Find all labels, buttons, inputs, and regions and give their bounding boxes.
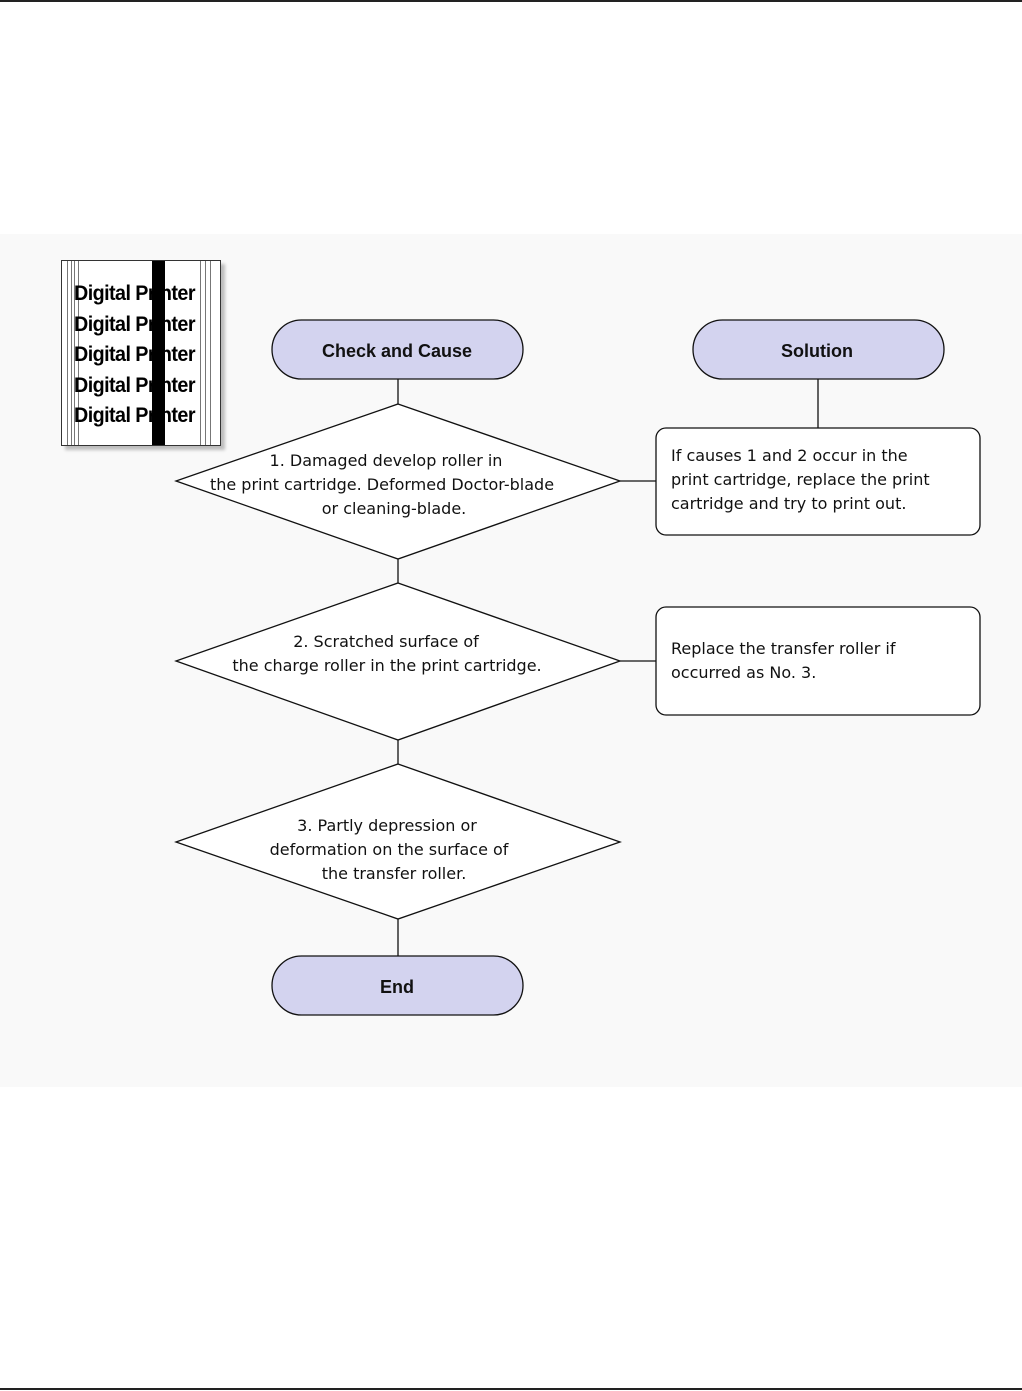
end-label: End [380,977,414,997]
pill-shape [692,319,945,380]
solution-header: Solution [692,319,945,380]
cause-1-line: or cleaning-blade. [322,499,467,518]
sample-text-line: Digital Printer [74,282,196,305]
solution-2-line: occurred as No. 3. [671,663,816,682]
cause-3-line: the transfer roller. [322,864,467,883]
frame-line [200,261,201,445]
diamond-shape [174,763,622,920]
frame-line [74,261,75,445]
cause-diamond-3: 3. Partly depression or deformation on t… [174,763,622,920]
sample-text-line: Digital Printer [74,373,196,397]
cause-3-line: deformation on the surface of [270,840,509,859]
sample-print-thumbnail: Digital Printer Digital Printer Digital … [61,260,221,446]
frame-line [71,261,72,445]
cause-diamond-1: 1. Damaged develop roller in the print c… [174,403,622,560]
cause-2-line: 2. Scratched surface of [293,632,479,651]
sample-text-line: Digital Printer [74,312,196,336]
check-header-label: Check and Cause [322,341,472,361]
solution-1-line: cartridge and try to print out. [671,494,906,513]
solution-box-shape [655,427,981,536]
bottom-rule [0,1388,1022,1390]
pill-shape [271,955,524,1016]
cause-2-line: the charge roller in the print cartridge… [232,656,541,675]
sample-text-line: Digital Printer [74,343,196,367]
sample-text-lines: Digital Printer Digital Printer Digital … [74,279,203,432]
black-vertical-stripe [152,261,165,445]
cause-1-line: the print cartridge. Deformed Doctor-bla… [210,475,554,494]
check-and-cause-header: Check and Cause [271,319,524,380]
pill-shape [271,319,524,380]
cause-diamond-2: 2. Scratched surface of the charge rolle… [174,582,622,741]
frame-line [67,261,68,445]
solution-2-line: Replace the transfer roller if [671,639,896,658]
solution-1-line: If causes 1 and 2 occur in the [671,446,908,465]
solution-box-2: Replace the transfer roller if occurred … [655,606,981,716]
solution-box-1: If causes 1 and 2 occur in the print car… [655,427,981,536]
diamond-shape [174,582,622,741]
diamond-shape [174,403,622,560]
solution-1-line: print cartridge, replace the print [671,470,930,489]
frame-line [205,261,206,445]
connectors [397,379,819,956]
frame-line [78,261,79,445]
cause-3-line: 3. Partly depression or [297,816,477,835]
solution-header-label: Solution [781,341,853,361]
top-rule [0,0,1022,2]
end-terminator: End [271,955,524,1016]
frame-line [210,261,211,445]
solution-box-shape [655,606,981,716]
sample-text-line: Digital Printer [74,404,196,428]
cause-1-line: 1. Damaged develop roller in [270,451,503,470]
